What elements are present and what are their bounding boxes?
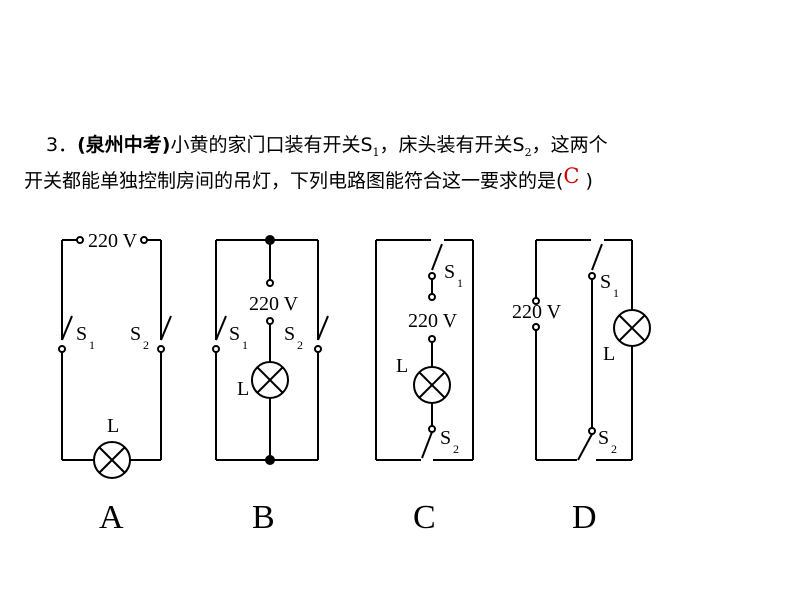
circuit-a-s2-label: S	[130, 323, 141, 345]
circuit-b	[212, 235, 329, 465]
circuit-b-s1-sub: 1	[242, 338, 248, 352]
circuit-a-lamp-cross-2	[98, 446, 126, 474]
circuit-b-s1-contact	[212, 345, 220, 353]
circuit-c-caption: C	[413, 499, 436, 536]
circuit-c-s1-label: S	[444, 261, 455, 283]
circuit-a-s2-contact	[157, 345, 165, 353]
circuit-a-s1-sub: 1	[89, 338, 95, 352]
circuit-b-s1-label: S	[229, 323, 240, 345]
circuit-c-switch-s2	[421, 431, 433, 459]
circuit-d-lamp-cross-2	[618, 314, 646, 342]
question-line2-text: 开关都能单独控制房间的吊灯，下列电路图能符合这一要求的是(	[24, 170, 564, 192]
question-line2-end: )	[579, 170, 593, 192]
circuit-b-terminal-bottom	[266, 317, 274, 325]
circuit-d-terminal-top	[532, 297, 540, 305]
circuit-d	[532, 239, 651, 461]
circuit-d-voltage: 220 V	[512, 301, 562, 323]
circuit-c-voltage: 220 V	[408, 310, 458, 332]
s2-subscript: 2	[524, 146, 532, 159]
circuit-d-s1-sub: 1	[613, 286, 619, 300]
circuit-c-s2-sub: 2	[453, 442, 459, 456]
circuit-a-caption: A	[99, 499, 124, 536]
circuit-a-lamp-icon	[93, 441, 131, 479]
question-text: 3．(泉州中考)小黄的家门口装有开关S1，床头装有开关S2，这两个 开关都能单独…	[0, 0, 800, 210]
circuit-c-s2-contact	[428, 425, 436, 433]
s1-subscript: 1	[372, 146, 380, 159]
circuit-b-terminal-top	[266, 279, 274, 287]
circuit-d-switch-s2	[577, 433, 593, 461]
circuit-b-switch-s2	[317, 315, 329, 341]
circuit-c-s1-sub: 1	[457, 276, 463, 290]
answer-mark: C	[563, 164, 580, 188]
circuit-d-s2-sub: 2	[611, 442, 617, 456]
circuit-d-s2-label: S	[598, 427, 609, 449]
circuit-a-switch-s2	[160, 315, 172, 341]
circuit-b-bottom-junction	[265, 455, 275, 465]
circuit-b-s2-contact	[314, 345, 322, 353]
circuit-d-s1-contact	[588, 272, 596, 280]
circuit-b-s2-sub: 2	[297, 338, 303, 352]
question-line-1: 3．(泉州中考)小黄的家门口装有开关S1，床头装有开关S2，这两个	[46, 133, 608, 160]
circuit-c-lamp-label: L	[396, 355, 408, 377]
question-line-2: 开关都能单独控制房间的吊灯，下列电路图能符合这一要求的是(C )	[24, 164, 593, 193]
circuit-b-lamp-label: L	[237, 378, 249, 400]
question-source: (泉州中考)	[77, 134, 171, 156]
circuit-a-s1-contact	[58, 345, 66, 353]
question-line1-mid: ，床头装有开关S	[379, 134, 525, 156]
circuit-d-s1-label: S	[600, 271, 611, 293]
circuit-c-terminal-top	[428, 293, 436, 301]
question-line1-text: 小黄的家门口装有开关S	[170, 134, 373, 156]
circuit-d-terminal-bottom	[532, 323, 540, 331]
circuit-a-switch-s1	[61, 315, 73, 341]
question-number: 3．	[46, 134, 78, 156]
circuit-c	[375, 239, 474, 461]
circuit-b-switch-s1	[215, 315, 227, 341]
circuit-c-switch-s1	[431, 243, 443, 271]
circuit-c-s1-contact	[428, 272, 436, 280]
circuit-a-s1-label: S	[76, 323, 87, 345]
circuit-c-lamp-cross-2	[418, 371, 446, 399]
circuit-a-lamp-label: L	[107, 415, 119, 437]
circuit-a-s2-sub: 2	[143, 338, 149, 352]
circuit-b-s2-label: S	[284, 323, 295, 345]
circuit-a-terminal-left	[76, 236, 84, 244]
circuit-b-voltage: 220 V	[249, 293, 299, 315]
circuit-a-voltage: 220 V	[88, 230, 138, 252]
circuit-b-lamp-cross-2	[256, 366, 284, 394]
circuit-d-s2-contact	[588, 427, 596, 435]
circuit-a-terminal-right	[140, 236, 148, 244]
circuit-d-switch-s1	[591, 243, 603, 271]
circuit-c-s2-label: S	[440, 427, 451, 449]
circuit-c-terminal-bottom	[428, 335, 436, 343]
question-line1-end: ，这两个	[531, 134, 608, 156]
circuit-b-caption: B	[252, 499, 275, 536]
circuit-d-caption: D	[572, 499, 597, 536]
circuit-d-lamp-label: L	[603, 343, 615, 365]
circuit-a	[58, 236, 172, 479]
